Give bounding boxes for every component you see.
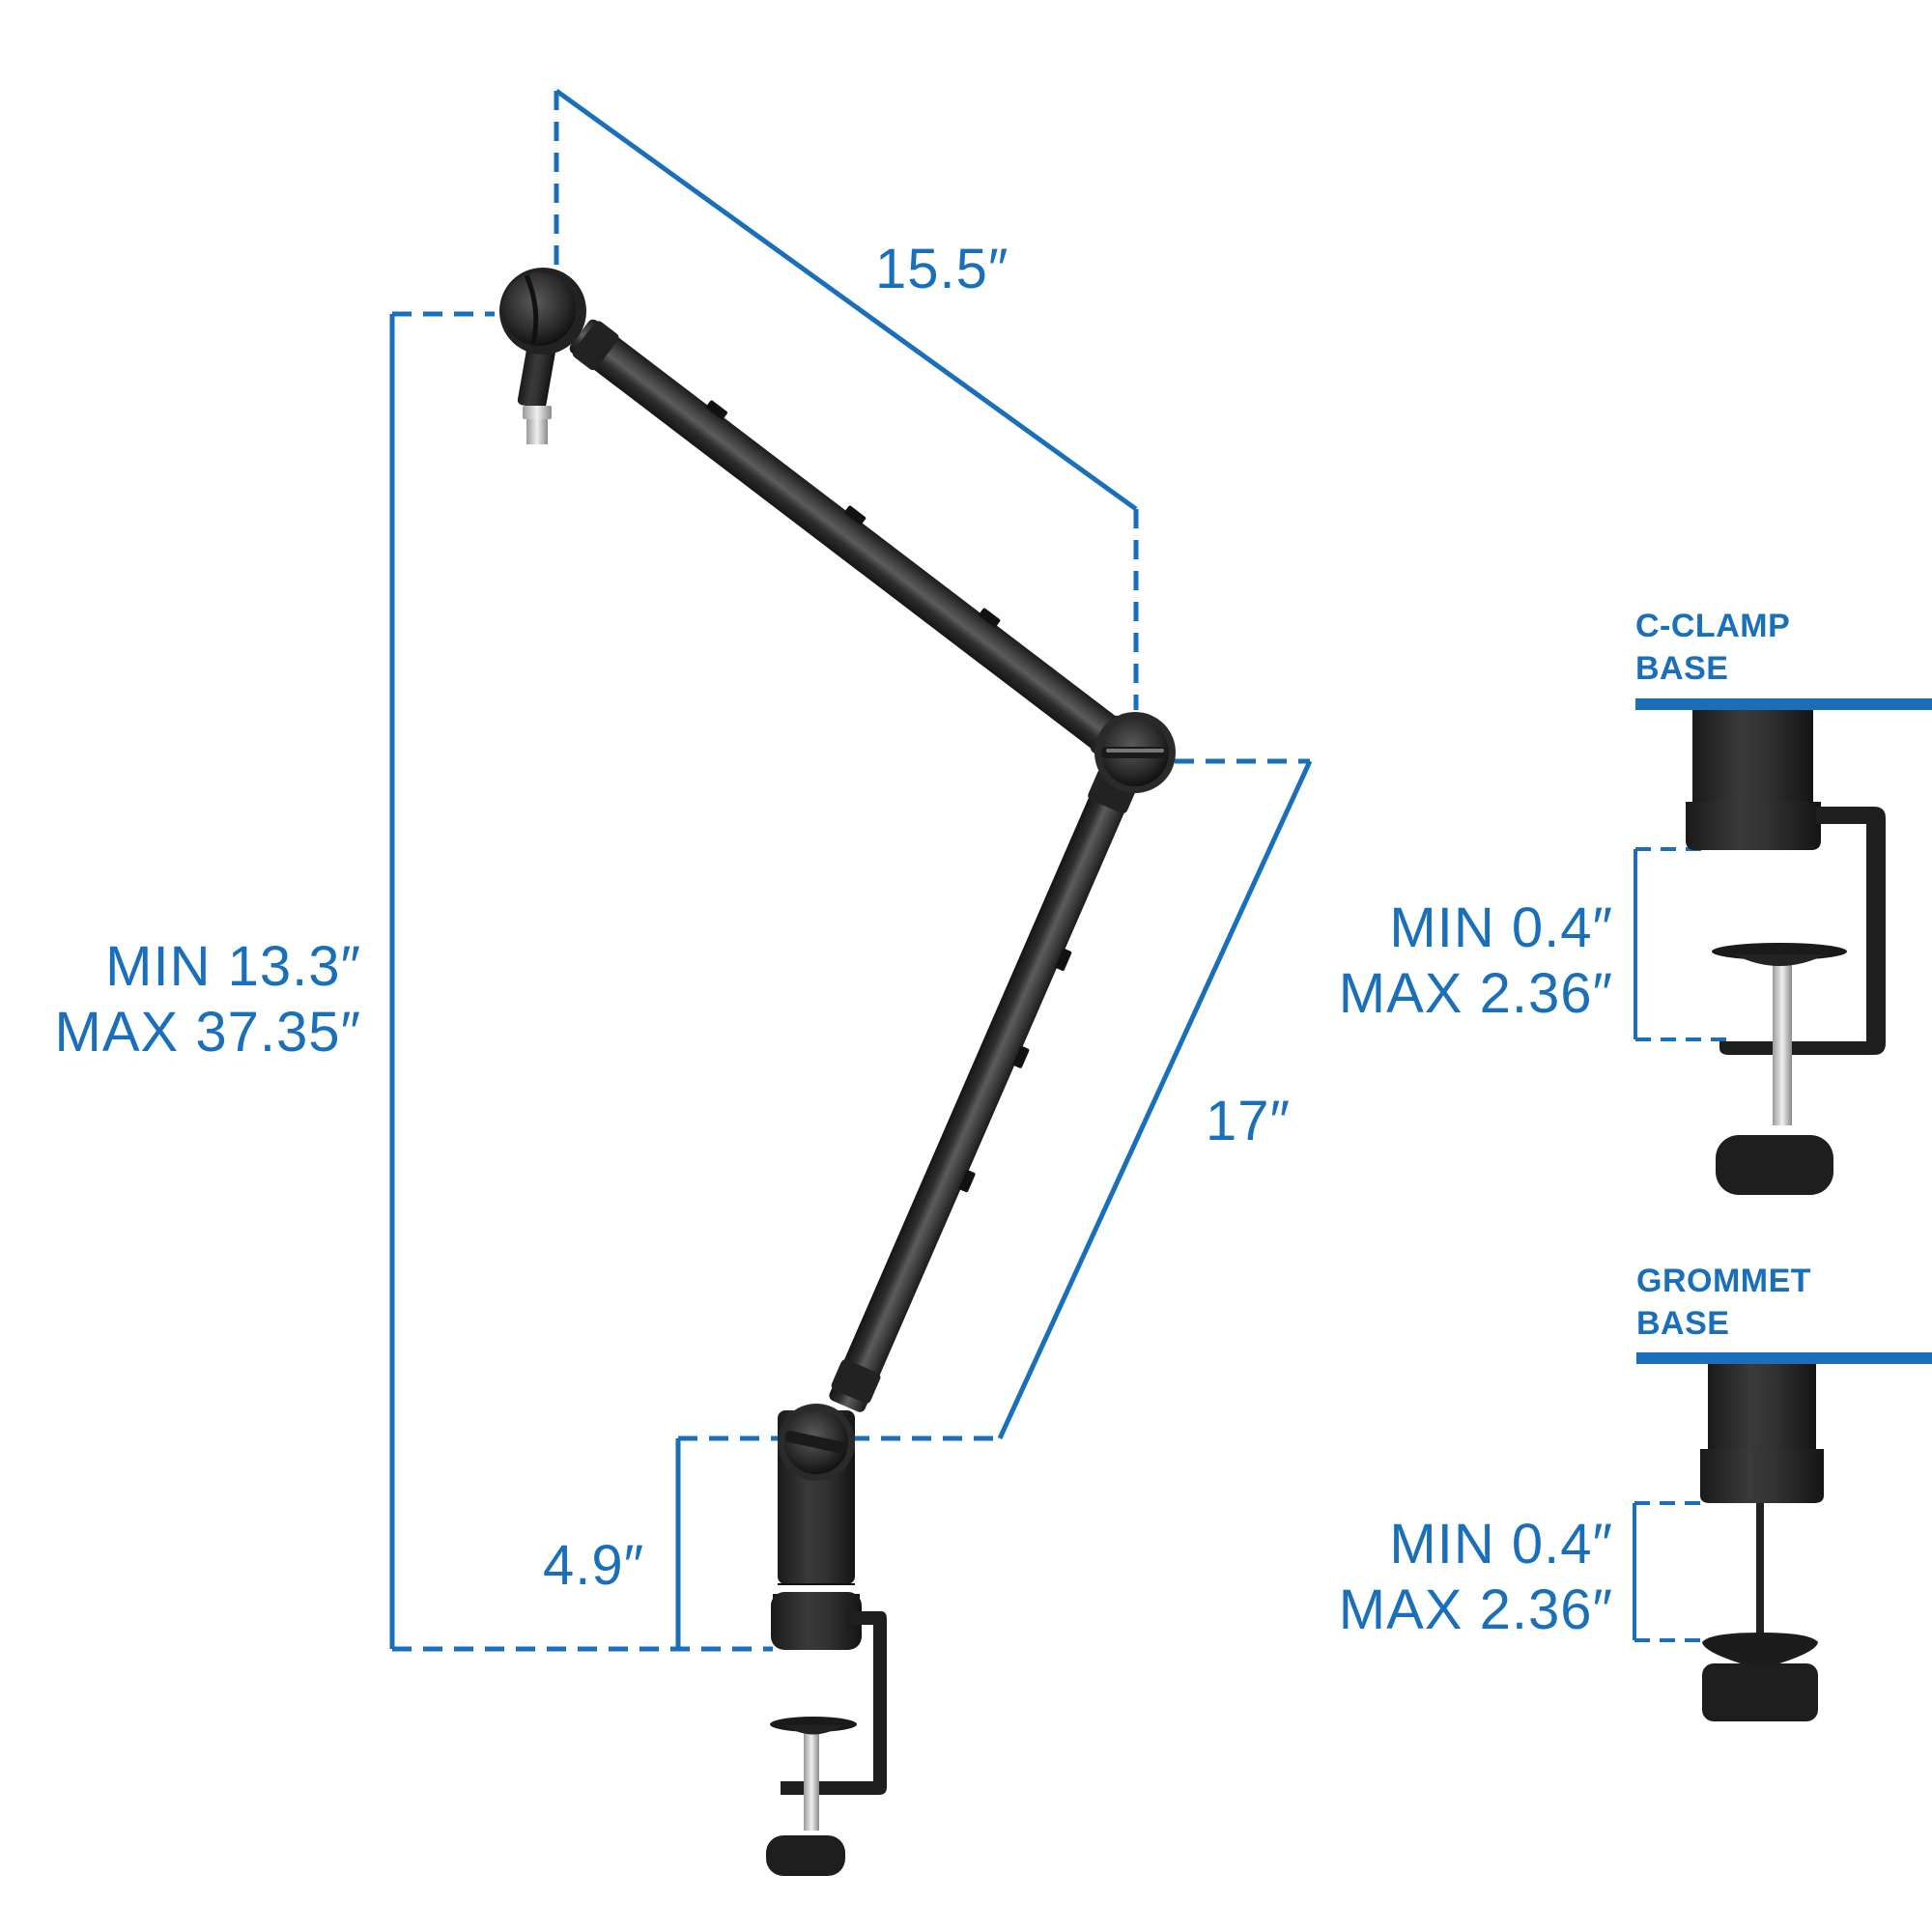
grommet-base-title: GROMMET BASE	[1636, 1263, 1812, 1343]
top-tension-knob	[499, 268, 586, 355]
lower-arm-tube	[829, 766, 1138, 1412]
grommet-gap-max: MAX 2.36″	[1338, 1578, 1613, 1641]
grommet-nut	[1702, 1663, 1818, 1721]
c-clamp-gap-label: MIN 0.4″ MAX 2.36″	[1339, 900, 1613, 1022]
clamp-screw	[804, 1729, 819, 1831]
clamp-handle	[1716, 1135, 1833, 1195]
overall-height-bracket	[389, 311, 773, 1652]
cable-clip	[844, 505, 867, 526]
grommet-gap-label: MIN 0.4″ MAX 2.36″	[1339, 1517, 1613, 1638]
mic-mount	[517, 338, 556, 444]
upper-arm-length-label: 15.5″	[875, 238, 1009, 300]
riser-bracket	[675, 1435, 778, 1649]
grommet-gap-bracket	[1633, 1501, 1710, 1642]
overall-height-label: MIN 13.3″ MAX 37.35″	[55, 939, 361, 1061]
upper-arm-bracket	[554, 88, 1139, 710]
thread-adapter	[523, 406, 552, 419]
c-clamp-desk-bar	[1635, 698, 1932, 710]
grommet-base-detail	[1700, 1364, 1824, 1721]
grommet-desk-bar	[1636, 1352, 1932, 1364]
grommet-washer	[1702, 1633, 1818, 1669]
overall-height-min: MIN 13.3″	[105, 935, 361, 998]
overall-height-max: MAX 37.35″	[54, 1001, 361, 1064]
c-clamp-gap-max: MAX 2.36″	[1338, 962, 1613, 1025]
boom-arm	[499, 268, 1176, 1876]
cable-clip	[958, 1170, 976, 1193]
cable-clip	[979, 608, 1001, 628]
cable-clip	[1012, 1045, 1030, 1068]
c-clamp-gap-bracket	[1634, 847, 1729, 1041]
upper-arm-tube	[569, 319, 1144, 769]
clamp-screw	[1773, 961, 1792, 1125]
dimension-lines	[389, 88, 1729, 1652]
lower-arm-bracket	[850, 758, 1313, 1441]
c-clamp-gap-min: MIN 0.4″	[1389, 896, 1613, 959]
grommet-gap-min: MIN 0.4″	[1389, 1513, 1613, 1576]
lower-arm-length-label: 17″	[1206, 1090, 1292, 1152]
clamp-handle	[766, 1835, 845, 1876]
riser-height-label: 4.9″	[543, 1534, 645, 1597]
c-clamp-base-detail	[1686, 710, 1886, 1195]
grommet-rod	[1756, 1503, 1764, 1648]
main-c-clamp	[766, 1611, 887, 1876]
cable-clip	[1055, 949, 1072, 971]
c-clamp-base-title: C-CLAMP BASE	[1635, 608, 1791, 688]
cable-clip	[706, 400, 727, 420]
base-tension-knob	[778, 1404, 855, 1481]
elbow-tension-knob	[1094, 712, 1176, 793]
